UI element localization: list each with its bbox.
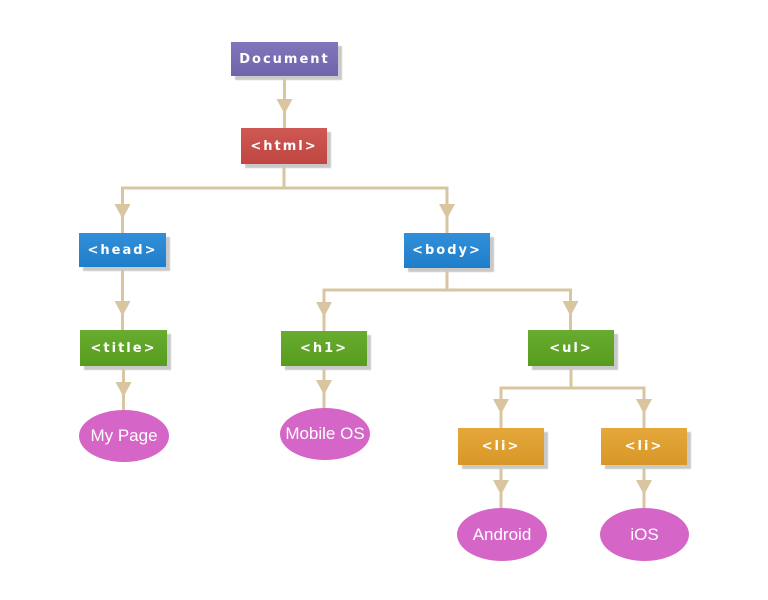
node-label: <head>: [87, 242, 158, 258]
arrowhead-icon: [114, 204, 131, 219]
node-label: My Page: [90, 426, 158, 445]
edge-body-bracket: [322, 288, 572, 331]
node-mobile-os: Mobile OS: [280, 408, 370, 460]
node-head: <head>: [79, 233, 166, 267]
node-label: <li>: [481, 439, 521, 454]
edge-ul-bracket: [499, 386, 646, 428]
node-h1: <h1>: [281, 331, 367, 366]
arrowhead-icon: [636, 480, 652, 495]
arrowhead-icon: [114, 301, 131, 316]
node-label: <ul>: [549, 340, 593, 356]
arrowhead-icon: [562, 301, 579, 316]
node-label: iOS: [630, 524, 659, 544]
node-ul: <ul>: [528, 330, 614, 366]
arrowhead-icon: [493, 399, 509, 414]
node-label: <body>: [412, 243, 482, 258]
edge-html-bracket: [121, 186, 449, 233]
node-label: <li>: [624, 439, 664, 454]
arrowhead-icon: [316, 380, 332, 395]
node-li-first: <li>: [458, 428, 544, 465]
node-document: Document: [231, 42, 338, 76]
node-label: Android: [472, 524, 532, 544]
arrowhead-icon: [276, 99, 293, 114]
node-label: <h1>: [299, 341, 349, 356]
node-android: Android: [457, 508, 547, 561]
node-my-page: My Page: [79, 410, 169, 462]
arrowhead-icon: [439, 204, 455, 219]
node-label: Document: [239, 51, 330, 67]
arrowhead-icon: [636, 399, 652, 414]
node-title: <title>: [80, 330, 167, 366]
node-ios: iOS: [600, 508, 689, 561]
node-body: <body>: [404, 233, 490, 268]
node-label: Mobile OS: [285, 424, 365, 443]
arrowhead-icon: [316, 302, 332, 317]
node-html: <html>: [241, 128, 327, 164]
arrowhead-icon: [493, 480, 509, 495]
node-li-second: <li>: [601, 428, 687, 465]
node-label: <title>: [90, 340, 157, 356]
node-label: <html>: [250, 138, 318, 154]
arrowhead-icon: [115, 382, 132, 397]
